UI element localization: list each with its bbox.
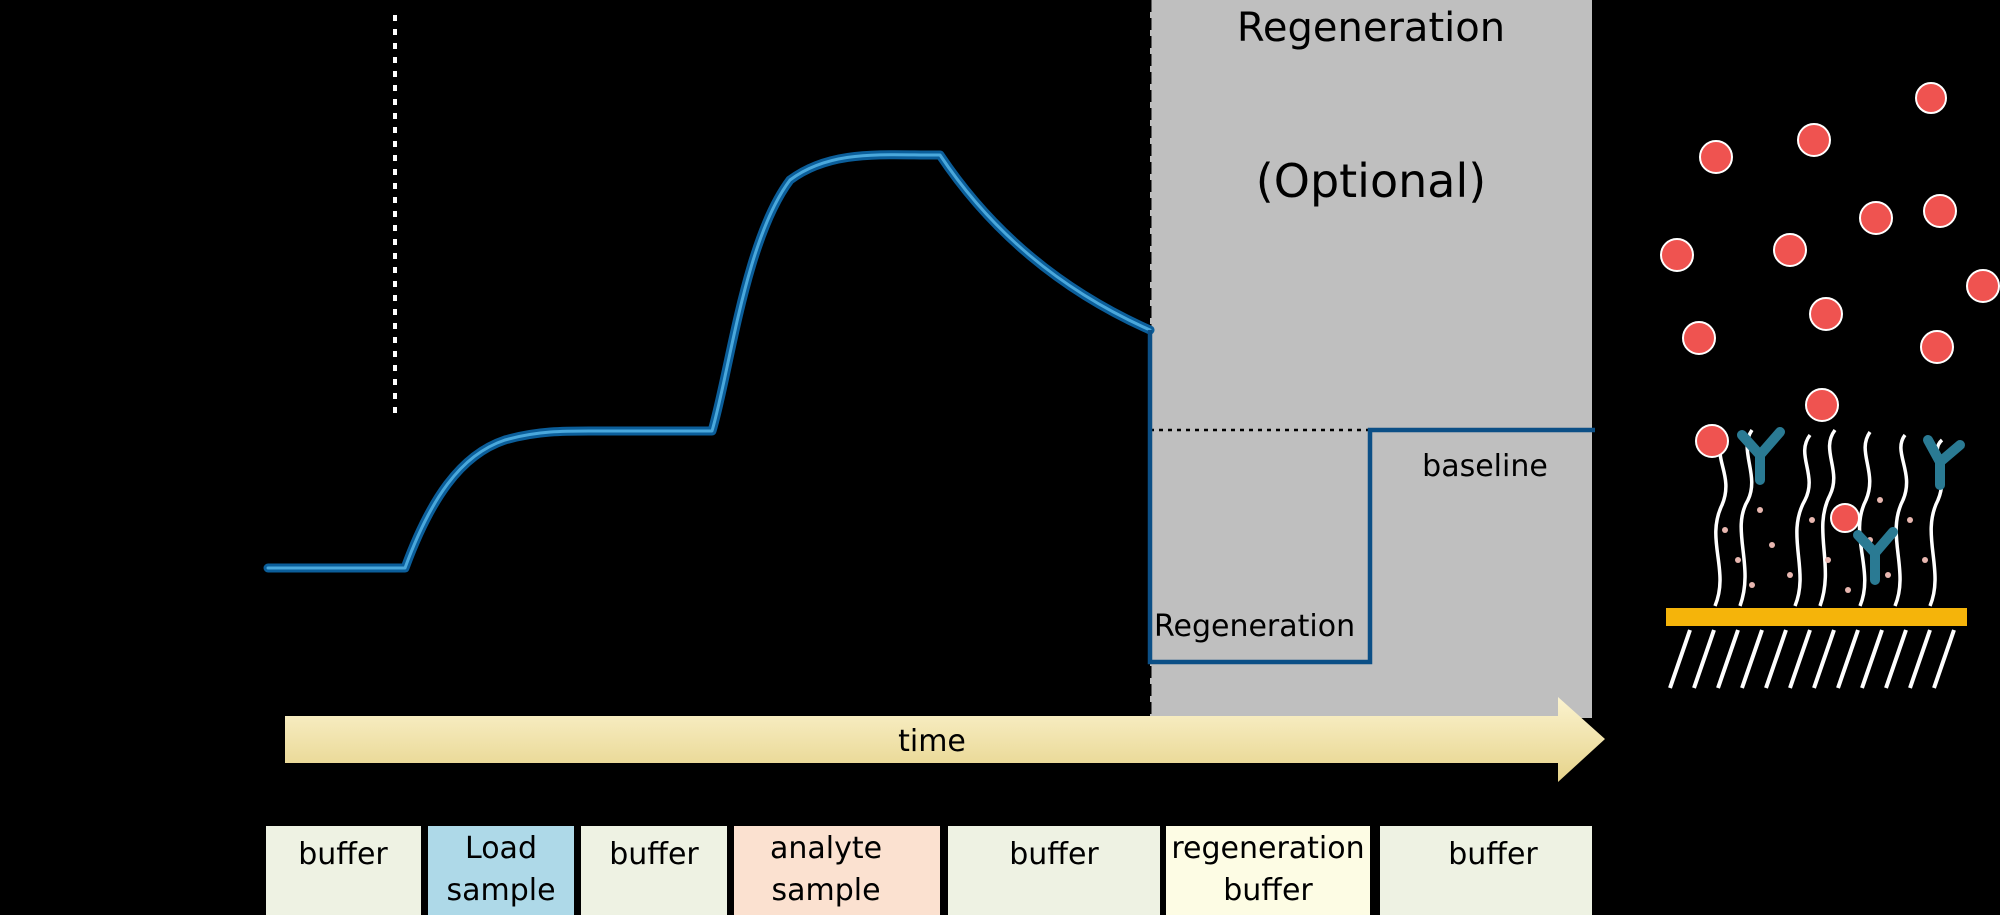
analyte-icon <box>1966 269 2000 303</box>
step-label: buffer <box>1448 837 1538 872</box>
step-box <box>1166 826 1370 915</box>
step-box <box>581 826 727 915</box>
analyte-icon <box>1660 238 1694 272</box>
step-label: buffer <box>609 837 699 872</box>
analyte-icon <box>1830 503 1860 533</box>
gold-surface <box>1666 608 1967 626</box>
analyte-icon <box>1797 123 1831 157</box>
regeneration-step-trace <box>1147 330 1595 665</box>
step-bar: buffer Load sample buffer analyte sample… <box>266 826 1592 915</box>
regeneration-step-label: Regeneration <box>1154 609 1355 644</box>
time-arrow <box>285 697 1605 782</box>
analyte-icon <box>1682 321 1716 355</box>
step-label: analyte <box>770 831 882 866</box>
sensor-surface-illustration <box>1660 82 2000 689</box>
step-label: buffer <box>1223 873 1313 908</box>
sensorgram-trace-highlight <box>266 153 1152 570</box>
regeneration-panel-subtitle: (Optional) <box>1256 154 1486 208</box>
time-arrow-label: time <box>898 724 966 759</box>
step-label: buffer <box>1009 837 1099 872</box>
step-label: regeneration <box>1171 831 1364 866</box>
step-box <box>734 826 940 915</box>
analyte-icon <box>1859 201 1893 235</box>
step-label: buffer <box>298 837 388 872</box>
antibody-icon <box>1737 427 1965 585</box>
baseline-label: baseline <box>1422 449 1548 484</box>
step-box <box>948 826 1160 915</box>
analyte-icon <box>1920 330 1954 364</box>
matrix-speckle <box>1722 497 1928 593</box>
analyte-icon <box>1809 297 1843 331</box>
sensorgram-trace <box>263 150 1155 573</box>
substrate-hatching <box>1668 629 1956 689</box>
step-box <box>1380 826 1592 915</box>
dextran-matrix <box>1713 428 1944 607</box>
step-box <box>266 826 421 915</box>
regeneration-panel-title: Regeneration <box>1237 5 1505 51</box>
analyte-icon <box>1923 194 1957 228</box>
analyte-icon <box>1805 388 1839 422</box>
analyte-icon <box>1699 140 1733 174</box>
analyte-icon <box>1915 82 1947 114</box>
step-label: Load <box>465 831 537 866</box>
step-label: sample <box>446 873 555 908</box>
analyte-icon <box>1773 233 1807 267</box>
analyte-molecules <box>1660 82 2000 533</box>
step-label: sample <box>771 873 880 908</box>
sensorgram-trace-outline <box>263 150 1155 573</box>
analyte-icon <box>1695 424 1729 458</box>
step-box <box>428 826 574 915</box>
